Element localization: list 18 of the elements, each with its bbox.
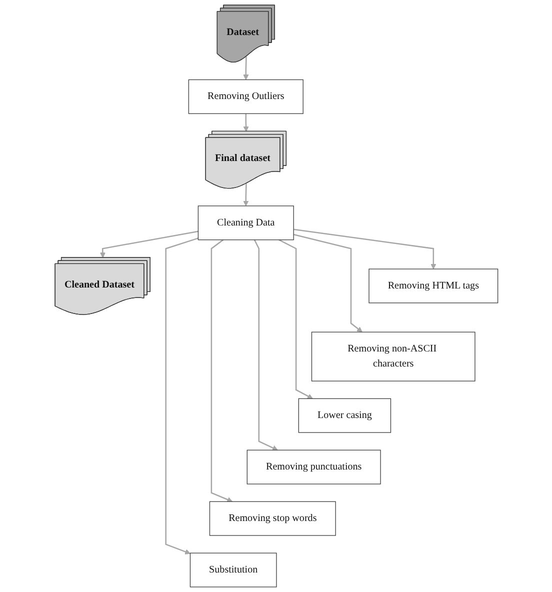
arrow (278, 239, 312, 399)
node-box: Cleaning Data (197, 206, 294, 240)
node-box: Removing Outliers (188, 79, 303, 114)
node-box: Removing stop words (209, 501, 336, 536)
arrow (253, 240, 278, 450)
arrow (293, 234, 362, 332)
node-box: Substitution (190, 552, 276, 588)
arrow (293, 228, 436, 270)
arrow (242, 184, 248, 206)
node-box: Removing HTML tags (368, 268, 498, 304)
arrow (242, 114, 248, 132)
arrow (100, 230, 198, 258)
node-box: Lower casing (298, 398, 391, 433)
arrow (210, 239, 232, 502)
arrow (242, 56, 248, 80)
arrow (164, 238, 198, 554)
node-box: Removing non-ASCII characters (311, 332, 475, 382)
node-box: Removing punctuations (246, 450, 380, 484)
